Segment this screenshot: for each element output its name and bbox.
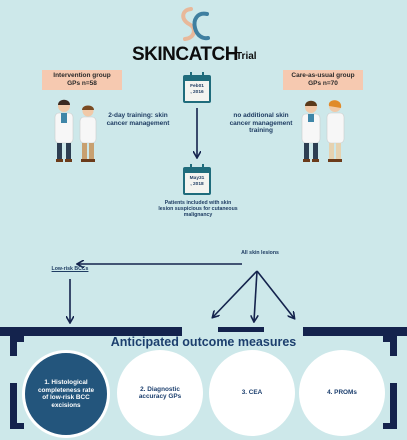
outcome-label-3: 3. CEA: [241, 389, 263, 397]
low-risk-label: Low-risk BCCs: [51, 266, 89, 272]
outcome-frame-left-bottom: [10, 423, 24, 429]
arrow-icon: [256, 270, 294, 318]
arrow-icon: [254, 270, 257, 321]
start-date: Feb01 , 2016: [182, 84, 212, 95]
intervention-group-count: GPs n=58: [67, 79, 97, 87]
outcome-frame-right-lower: [390, 383, 397, 423]
outcome-frame-left-notch: [10, 336, 24, 342]
outcome-label-4: 4. PROMs: [327, 389, 357, 397]
doctor-icon: [48, 96, 104, 166]
start-date-year: , 2016: [190, 89, 204, 95]
logo-suffix: Trial: [236, 51, 257, 62]
outcome-frame-top-left: [0, 327, 182, 336]
end-date-day: May31: [189, 176, 205, 181]
training-note: 2-day training: skin cancer management: [106, 112, 170, 127]
all-lesions-label: All skin lesions: [241, 250, 279, 256]
logo-mark-icon: [177, 6, 211, 44]
outcome-frame-left-lower: [10, 383, 17, 423]
outcome-frame-right-bottom: [383, 423, 397, 429]
outcome-circle-2: 2. Diagnostic accuracy GPs: [117, 350, 203, 436]
care-as-usual-group-count: GPs n=70: [308, 79, 338, 87]
end-date: May31 , 2018: [182, 176, 212, 187]
outcome-circle-4: 4. PROMs: [299, 350, 385, 436]
outcome-frame-right-side: [390, 342, 397, 356]
outcome-label-2: 2. Diagnostic accuracy GPs: [138, 385, 182, 401]
care-as-usual-group-box: Care-as-usual group GPs n=70: [283, 70, 363, 90]
outcome-label-1: 1. Histological completeness rate of low…: [37, 379, 95, 409]
outcome-frame-top-mid: [218, 327, 264, 332]
intervention-group-label: Intervention group: [53, 72, 111, 79]
care-as-usual-group-label: Care-as-usual group: [291, 72, 355, 79]
outcomes-title: Anticipated outcome measures: [110, 335, 297, 349]
intervention-group-box: Intervention group GPs n=58: [42, 70, 122, 90]
outcome-frame-right-notch: [383, 336, 397, 342]
arrow-icon: [213, 270, 258, 317]
calendar-icon: [182, 164, 212, 196]
outcome-circle-3: 3. CEA: [209, 350, 295, 436]
patients-note: Patients included with skin lesion suspi…: [158, 200, 238, 218]
outcome-frame-left-side: [10, 342, 17, 356]
outcome-frame-top-right: [303, 327, 407, 336]
logo-name: SKINCATCH: [132, 44, 238, 65]
calendar-icon: [182, 72, 212, 104]
no-training-note: no additional skin cancer management tra…: [229, 112, 293, 134]
outcome-circle-1: 1. Histological completeness rate of low…: [22, 350, 110, 438]
doctor-icon: [295, 96, 351, 166]
end-date-year: , 2018: [190, 181, 204, 187]
start-date-day: Feb01: [190, 84, 204, 89]
